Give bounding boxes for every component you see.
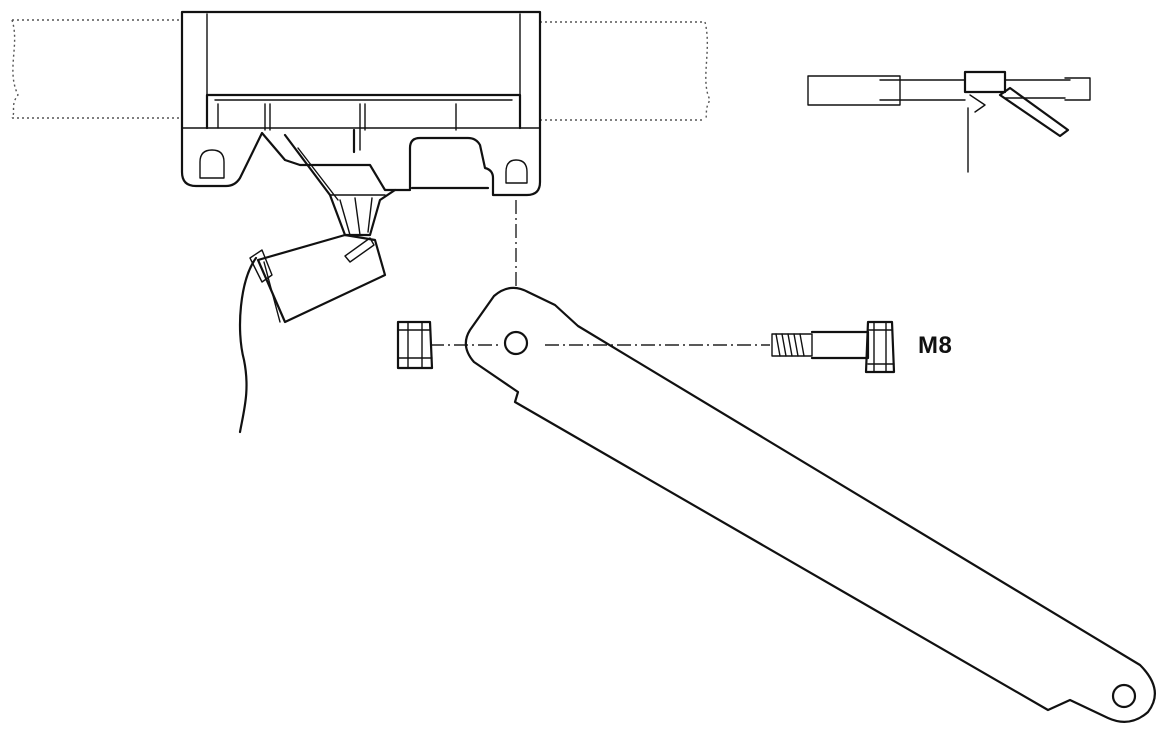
hex-nut	[396, 320, 434, 370]
assembly-axes	[430, 200, 770, 346]
bolt-size-label: M8	[918, 332, 953, 359]
housing-block	[180, 10, 542, 197]
lever-arm	[464, 286, 1156, 723]
cable	[238, 256, 258, 434]
bolt	[771, 320, 896, 374]
limit-switch	[249, 233, 387, 324]
overview-inset	[807, 70, 1091, 173]
phantom-rail	[11, 19, 711, 121]
pendant-mechanism	[283, 133, 397, 237]
